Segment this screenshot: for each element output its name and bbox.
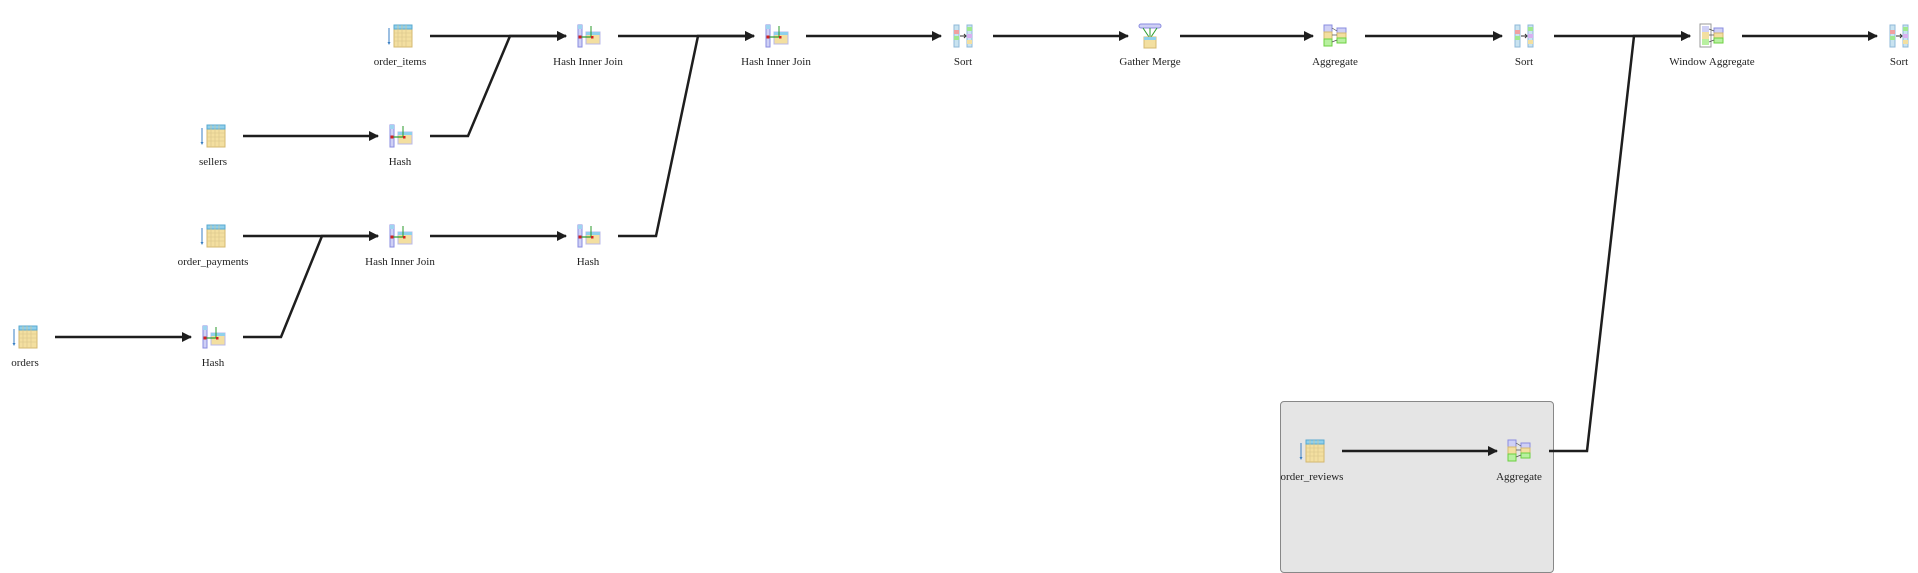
node-label: Aggregate (1496, 471, 1542, 483)
plan-edge (1549, 31, 1691, 453)
node-label: Hash (201, 357, 225, 369)
sort-icon (953, 24, 973, 48)
node-label: Sort (953, 56, 973, 68)
plan-node-order-items[interactable]: order_items (340, 22, 460, 68)
plan-node-order-reviews[interactable]: order_reviews (1252, 437, 1372, 483)
plan-edge (618, 31, 755, 238)
node-label: orders (11, 357, 39, 369)
hash-icon (577, 224, 601, 248)
node-label: Hash (576, 256, 600, 268)
scan-icon (12, 325, 38, 349)
node-label: order_items (373, 56, 427, 68)
aggregate-icon (1507, 439, 1531, 462)
subplan-box (1280, 401, 1554, 573)
plan-node-gather-merge[interactable]: Gather Merge (1090, 22, 1210, 68)
plan-edges (55, 31, 1878, 456)
scan-icon (387, 24, 413, 48)
node-label: Hash Inner Join (553, 56, 623, 68)
plan-node-hash-inner-join[interactable]: Hash Inner Join (716, 22, 836, 68)
node-label: Window Aggregate (1669, 56, 1755, 68)
join-icon (577, 24, 601, 48)
plan-node-hash[interactable]: Hash (340, 122, 460, 168)
node-label: Sort (1889, 56, 1909, 68)
join-icon (765, 24, 789, 48)
scan-icon (200, 224, 226, 248)
join-icon (389, 224, 413, 248)
scan-icon (200, 124, 226, 148)
plan-node-aggregate[interactable]: Aggregate (1459, 437, 1579, 483)
node-label: Gather Merge (1119, 56, 1181, 68)
plan-node-window-aggregate[interactable]: Window Aggregate (1652, 22, 1772, 68)
hash-icon (389, 124, 413, 148)
plan-node-orders[interactable]: orders (0, 323, 85, 369)
node-label: Hash Inner Join (741, 56, 811, 68)
node-label: Hash Inner Join (365, 256, 435, 268)
sort-icon (1889, 24, 1909, 48)
window-icon (1699, 23, 1724, 48)
node-label: Hash (388, 156, 412, 168)
sort-icon (1514, 24, 1534, 48)
aggregate-icon (1323, 24, 1347, 47)
plan-node-hash[interactable]: Hash (153, 323, 273, 369)
plan-node-sort[interactable]: Sort (903, 22, 1023, 68)
node-label: order_reviews (1280, 471, 1344, 483)
node-label: sellers (198, 156, 228, 168)
gather-icon (1138, 23, 1162, 49)
scan-icon (1299, 439, 1325, 463)
plan-node-aggregate[interactable]: Aggregate (1275, 22, 1395, 68)
node-label: order_payments (177, 256, 249, 268)
plan-node-hash-inner-join[interactable]: Hash Inner Join (340, 222, 460, 268)
plan-node-sort[interactable]: Sort (1839, 22, 1918, 68)
plan-node-sort[interactable]: Sort (1464, 22, 1584, 68)
plan-node-order-payments[interactable]: order_payments (153, 222, 273, 268)
node-label: Aggregate (1312, 56, 1358, 68)
hash-icon (202, 325, 226, 349)
plan-node-hash[interactable]: Hash (528, 222, 648, 268)
plan-node-sellers[interactable]: sellers (153, 122, 273, 168)
plan-node-hash-inner-join[interactable]: Hash Inner Join (528, 22, 648, 68)
node-label: Sort (1514, 56, 1534, 68)
